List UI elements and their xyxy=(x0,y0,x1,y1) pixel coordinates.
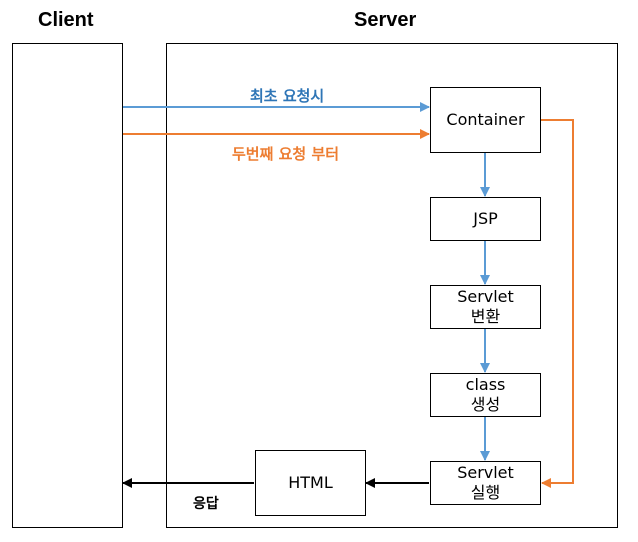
server-panel xyxy=(166,43,618,528)
class-create-line1: class xyxy=(465,375,506,394)
server-title: Server xyxy=(354,9,417,31)
servlet-convert-box: Servlet 변환 xyxy=(430,285,541,329)
html-box: HTML xyxy=(255,450,366,516)
servlet-run-line2: 실행 xyxy=(470,483,501,502)
response-label: 응답 xyxy=(193,496,219,512)
first-request-label: 최초 요청시 xyxy=(250,87,325,105)
second-request-label: 두번째 요청 부터 xyxy=(232,145,340,163)
servlet-convert-line2: 변환 xyxy=(470,307,501,326)
container-label: Container xyxy=(446,110,525,129)
servlet-run-line1: Servlet xyxy=(457,463,514,482)
container-box: Container xyxy=(430,87,541,153)
bypass-arrow xyxy=(541,119,574,488)
jsp-box: JSP xyxy=(430,197,541,241)
client-panel xyxy=(12,43,123,528)
jsp-label: JSP xyxy=(473,209,498,228)
servlet-convert-line1: Servlet xyxy=(457,287,514,306)
class-create-box: class 생성 xyxy=(430,373,541,417)
servlet-run-box: Servlet 실행 xyxy=(430,461,541,505)
class-create-line2: 생성 xyxy=(470,395,501,414)
html-label: HTML xyxy=(288,473,333,492)
client-title: Client xyxy=(38,9,94,31)
